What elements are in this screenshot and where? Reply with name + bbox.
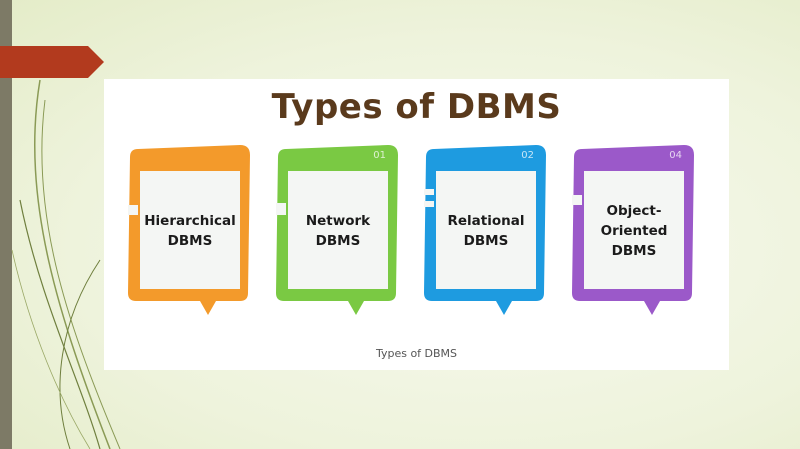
- card-shape: [276, 145, 398, 315]
- diagram-title: Types of DBMS: [271, 87, 562, 127]
- arrow-banner: [0, 46, 104, 78]
- card-relational: 02 Relational DBMS: [422, 145, 548, 321]
- diagram-caption: Types of DBMS: [375, 347, 458, 360]
- decorative-swirl-lines: [11, 79, 121, 449]
- card-shape: [572, 145, 694, 315]
- card-label: Object- Oriented DBMS: [600, 203, 668, 259]
- card-label: Relational DBMS: [447, 213, 525, 249]
- card-shape: [128, 145, 250, 315]
- card-number: 04: [669, 150, 682, 161]
- card-label: Hierarchical DBMS: [144, 213, 236, 249]
- card-shape: [424, 145, 546, 315]
- card-object-oriented: 04 Object- Oriented DBMS: [570, 145, 696, 321]
- left-side-bar: [0, 0, 12, 449]
- card-number: 01: [373, 150, 386, 161]
- card-network: 01 Network DBMS: [274, 145, 400, 321]
- card-hierarchical: Hierarchical DBMS: [126, 145, 252, 321]
- card-number: 02: [521, 150, 534, 161]
- card-label: Network DBMS: [305, 213, 371, 249]
- image-panel: Types of DBMS Hierarchical DBMS 01 Netwo…: [104, 79, 729, 370]
